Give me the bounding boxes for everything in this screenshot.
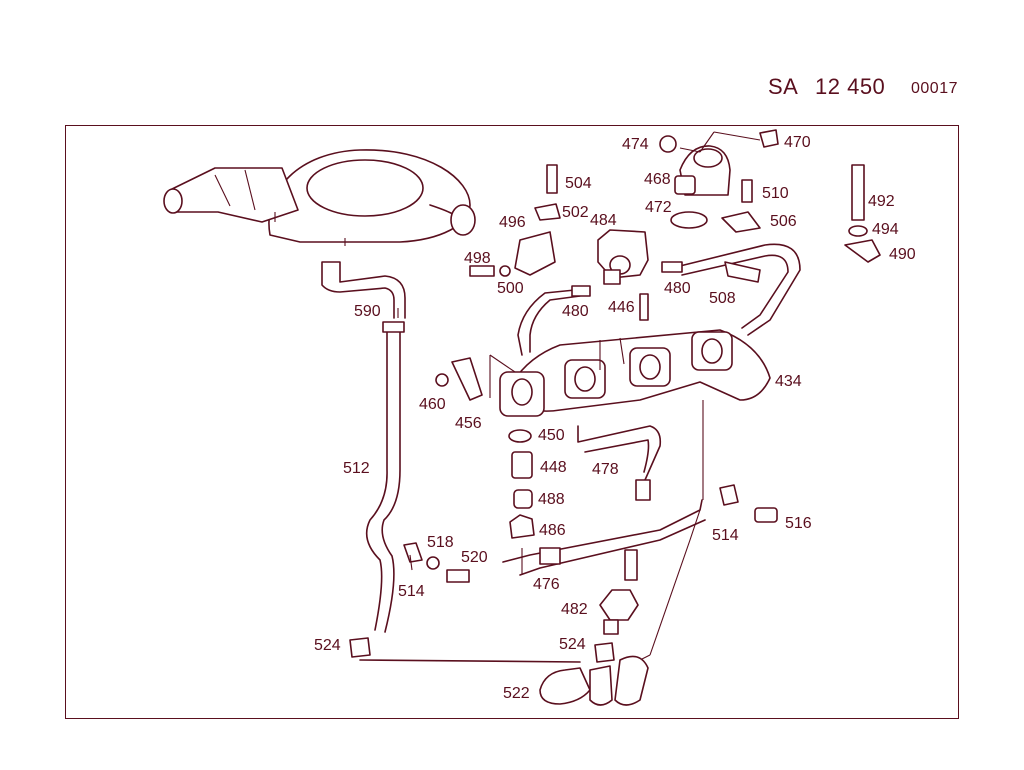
diagram-number: 12 450: [815, 74, 886, 99]
fitting-478: [635, 479, 651, 501]
label-474: 474: [622, 136, 649, 153]
label-484: 484: [590, 212, 617, 229]
washer-494: [848, 225, 868, 237]
line-512: [365, 329, 401, 633]
label-490: 490: [889, 246, 916, 263]
fitting-476: [539, 547, 561, 565]
diagram-frame: [65, 125, 959, 719]
label-520: 520: [461, 549, 488, 566]
bracket-496: [514, 231, 556, 276]
bracket-506: [721, 211, 761, 233]
cap-470: [759, 129, 779, 148]
leader-456: [489, 354, 516, 398]
label-500: 500: [497, 280, 524, 297]
label-496: 496: [499, 214, 526, 231]
bolt-510: [741, 179, 753, 203]
diagram-sub-number: 00017: [911, 80, 958, 97]
nut-474: [659, 135, 677, 153]
label-518: 518: [427, 534, 454, 551]
clamp-514-left: [403, 542, 423, 563]
label-590: 590: [354, 303, 381, 320]
washer-460: [435, 373, 449, 387]
valve-484: [597, 229, 649, 285]
label-522: 522: [503, 685, 530, 702]
nut-486: [509, 514, 535, 539]
line-478: [577, 425, 662, 481]
hose-522: [359, 655, 649, 706]
vacuum-line-480-right: [679, 243, 801, 336]
leader-514-left: [409, 554, 413, 571]
label-446: 446: [608, 299, 635, 316]
label-514-right: 514: [712, 527, 739, 544]
label-494: 494: [872, 221, 899, 238]
clamp-524-left: [349, 637, 371, 658]
washer-500: [499, 265, 511, 277]
label-468: 468: [644, 171, 671, 188]
exhaust-manifold-434: [499, 329, 771, 417]
label-476: 476: [533, 576, 560, 593]
valve-482: [599, 549, 639, 635]
label-456: 456: [455, 415, 482, 432]
clamp-490: [844, 239, 881, 263]
bolt-520: [446, 569, 470, 583]
label-488: 488: [538, 491, 565, 508]
label-506: 506: [770, 213, 797, 230]
label-450: 450: [538, 427, 565, 444]
seal-450: [508, 429, 532, 443]
bracket-502: [534, 203, 561, 221]
washer-518: [426, 556, 440, 570]
label-498: 498: [464, 250, 491, 267]
leader-lower-line: [639, 400, 704, 661]
nut-488: [513, 489, 533, 509]
label-524-right: 524: [559, 636, 586, 653]
bracket-456: [451, 357, 483, 401]
label-504: 504: [565, 175, 592, 192]
vacuum-line-480-left: [517, 289, 581, 356]
label-524-left: 524: [314, 637, 341, 654]
plug-516: [754, 507, 778, 523]
diagram-code: SA: [768, 74, 799, 99]
label-512: 512: [343, 460, 370, 477]
label-514-left: 514: [398, 583, 425, 600]
label-482: 482: [561, 601, 588, 618]
label-480-right: 480: [664, 280, 691, 297]
gasket-472: [670, 211, 708, 229]
bolt-504: [546, 164, 558, 194]
label-470: 470: [784, 134, 811, 151]
bracket-508: [724, 261, 761, 283]
leader-474-470: [679, 131, 761, 153]
label-480-left: 480: [562, 303, 589, 320]
label-460: 460: [419, 396, 446, 413]
line-476: [502, 499, 706, 576]
label-492: 492: [868, 193, 895, 210]
hose-590: [321, 261, 406, 319]
label-516: 516: [785, 515, 812, 532]
bolt-492: [851, 164, 865, 221]
stud-446: [639, 293, 649, 321]
label-434: 434: [775, 373, 802, 390]
label-508: 508: [709, 290, 736, 307]
label-510: 510: [762, 185, 789, 202]
bolt-498: [469, 265, 495, 277]
label-448: 448: [540, 459, 567, 476]
label-502: 502: [562, 204, 589, 221]
label-472: 472: [645, 199, 672, 216]
valve-468: [674, 145, 731, 196]
label-486: 486: [539, 522, 566, 539]
label-478: 478: [592, 461, 619, 478]
clamp-524-right: [594, 642, 615, 663]
air-cleaner-housing: [163, 149, 476, 246]
clamp-514-right: [719, 484, 739, 506]
fitting-448: [511, 451, 533, 479]
